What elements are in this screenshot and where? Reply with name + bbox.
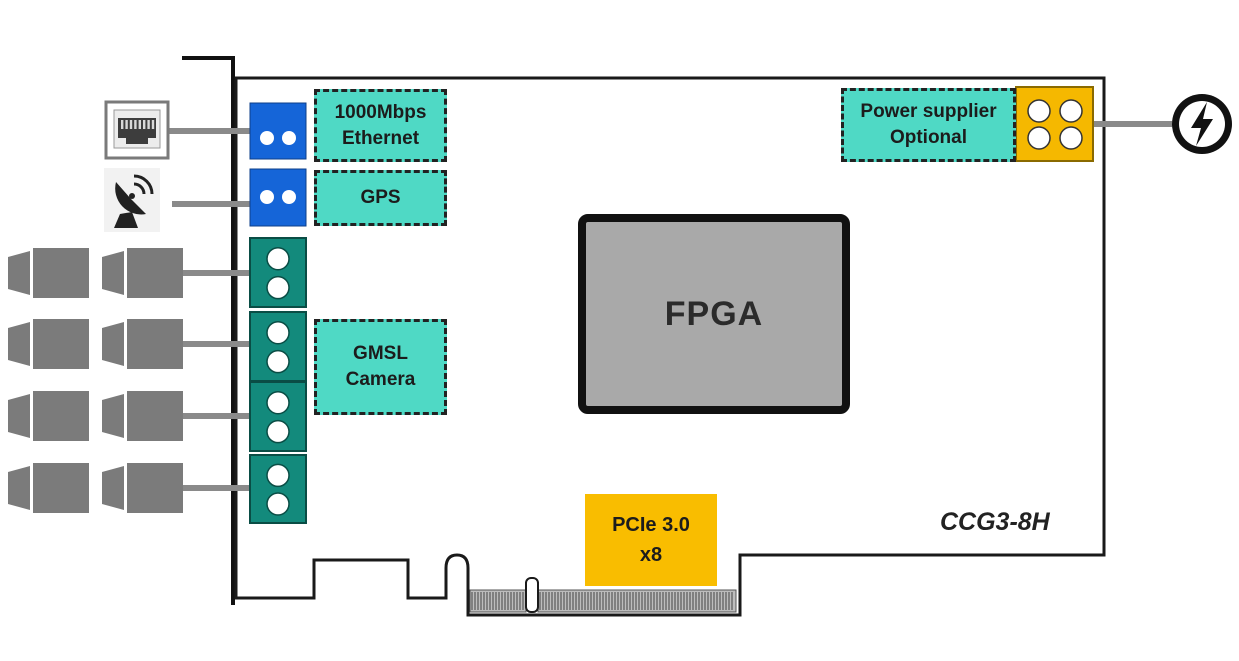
fpga-chip (578, 214, 850, 414)
camera-connector (249, 311, 307, 382)
camera-connector (249, 237, 307, 308)
camera-icon (8, 463, 183, 513)
pcie-fingers (469, 577, 737, 613)
pci-bracket (182, 56, 235, 605)
camera-connectors (249, 237, 307, 524)
gmsl-camera-label: GMSL Camera (314, 319, 447, 415)
pcie-label-line2: x8 (639, 544, 663, 566)
camera-icon (8, 248, 183, 298)
camera-connector (249, 381, 307, 452)
camera-icon (8, 391, 183, 441)
fpga-label: FPGA (664, 294, 764, 333)
ethernet-label-line1: 1000Mbps (334, 101, 427, 123)
power-label-line1: Power supplier (860, 101, 997, 122)
gps-label-text: GPS (360, 187, 401, 208)
ethernet-port-icon (104, 100, 170, 160)
satellite-dish-icon (104, 168, 160, 232)
gmsl-label-line1: GMSL (353, 343, 408, 364)
pcie-block (585, 494, 717, 586)
camera-connector (249, 454, 307, 524)
ethernet-connector (249, 102, 307, 160)
camera-icon (8, 319, 183, 369)
gps-connector (249, 168, 307, 227)
power-bolt-icon (1172, 94, 1232, 154)
pcie-label: PCIe 3.0 x8 (585, 494, 717, 586)
ethernet-label-line2: Ethernet (341, 127, 420, 149)
power-label-line2: Optional (889, 127, 968, 148)
model-label: CCG3-8H (940, 508, 1050, 536)
gmsl-cameras (8, 248, 183, 513)
power-connector (1015, 86, 1094, 162)
pcie-label-line1: PCIe 3.0 (612, 514, 690, 536)
gps-label: GPS (314, 170, 447, 226)
gmsl-label-line2: Camera (345, 369, 416, 390)
cables (168, 121, 1172, 491)
